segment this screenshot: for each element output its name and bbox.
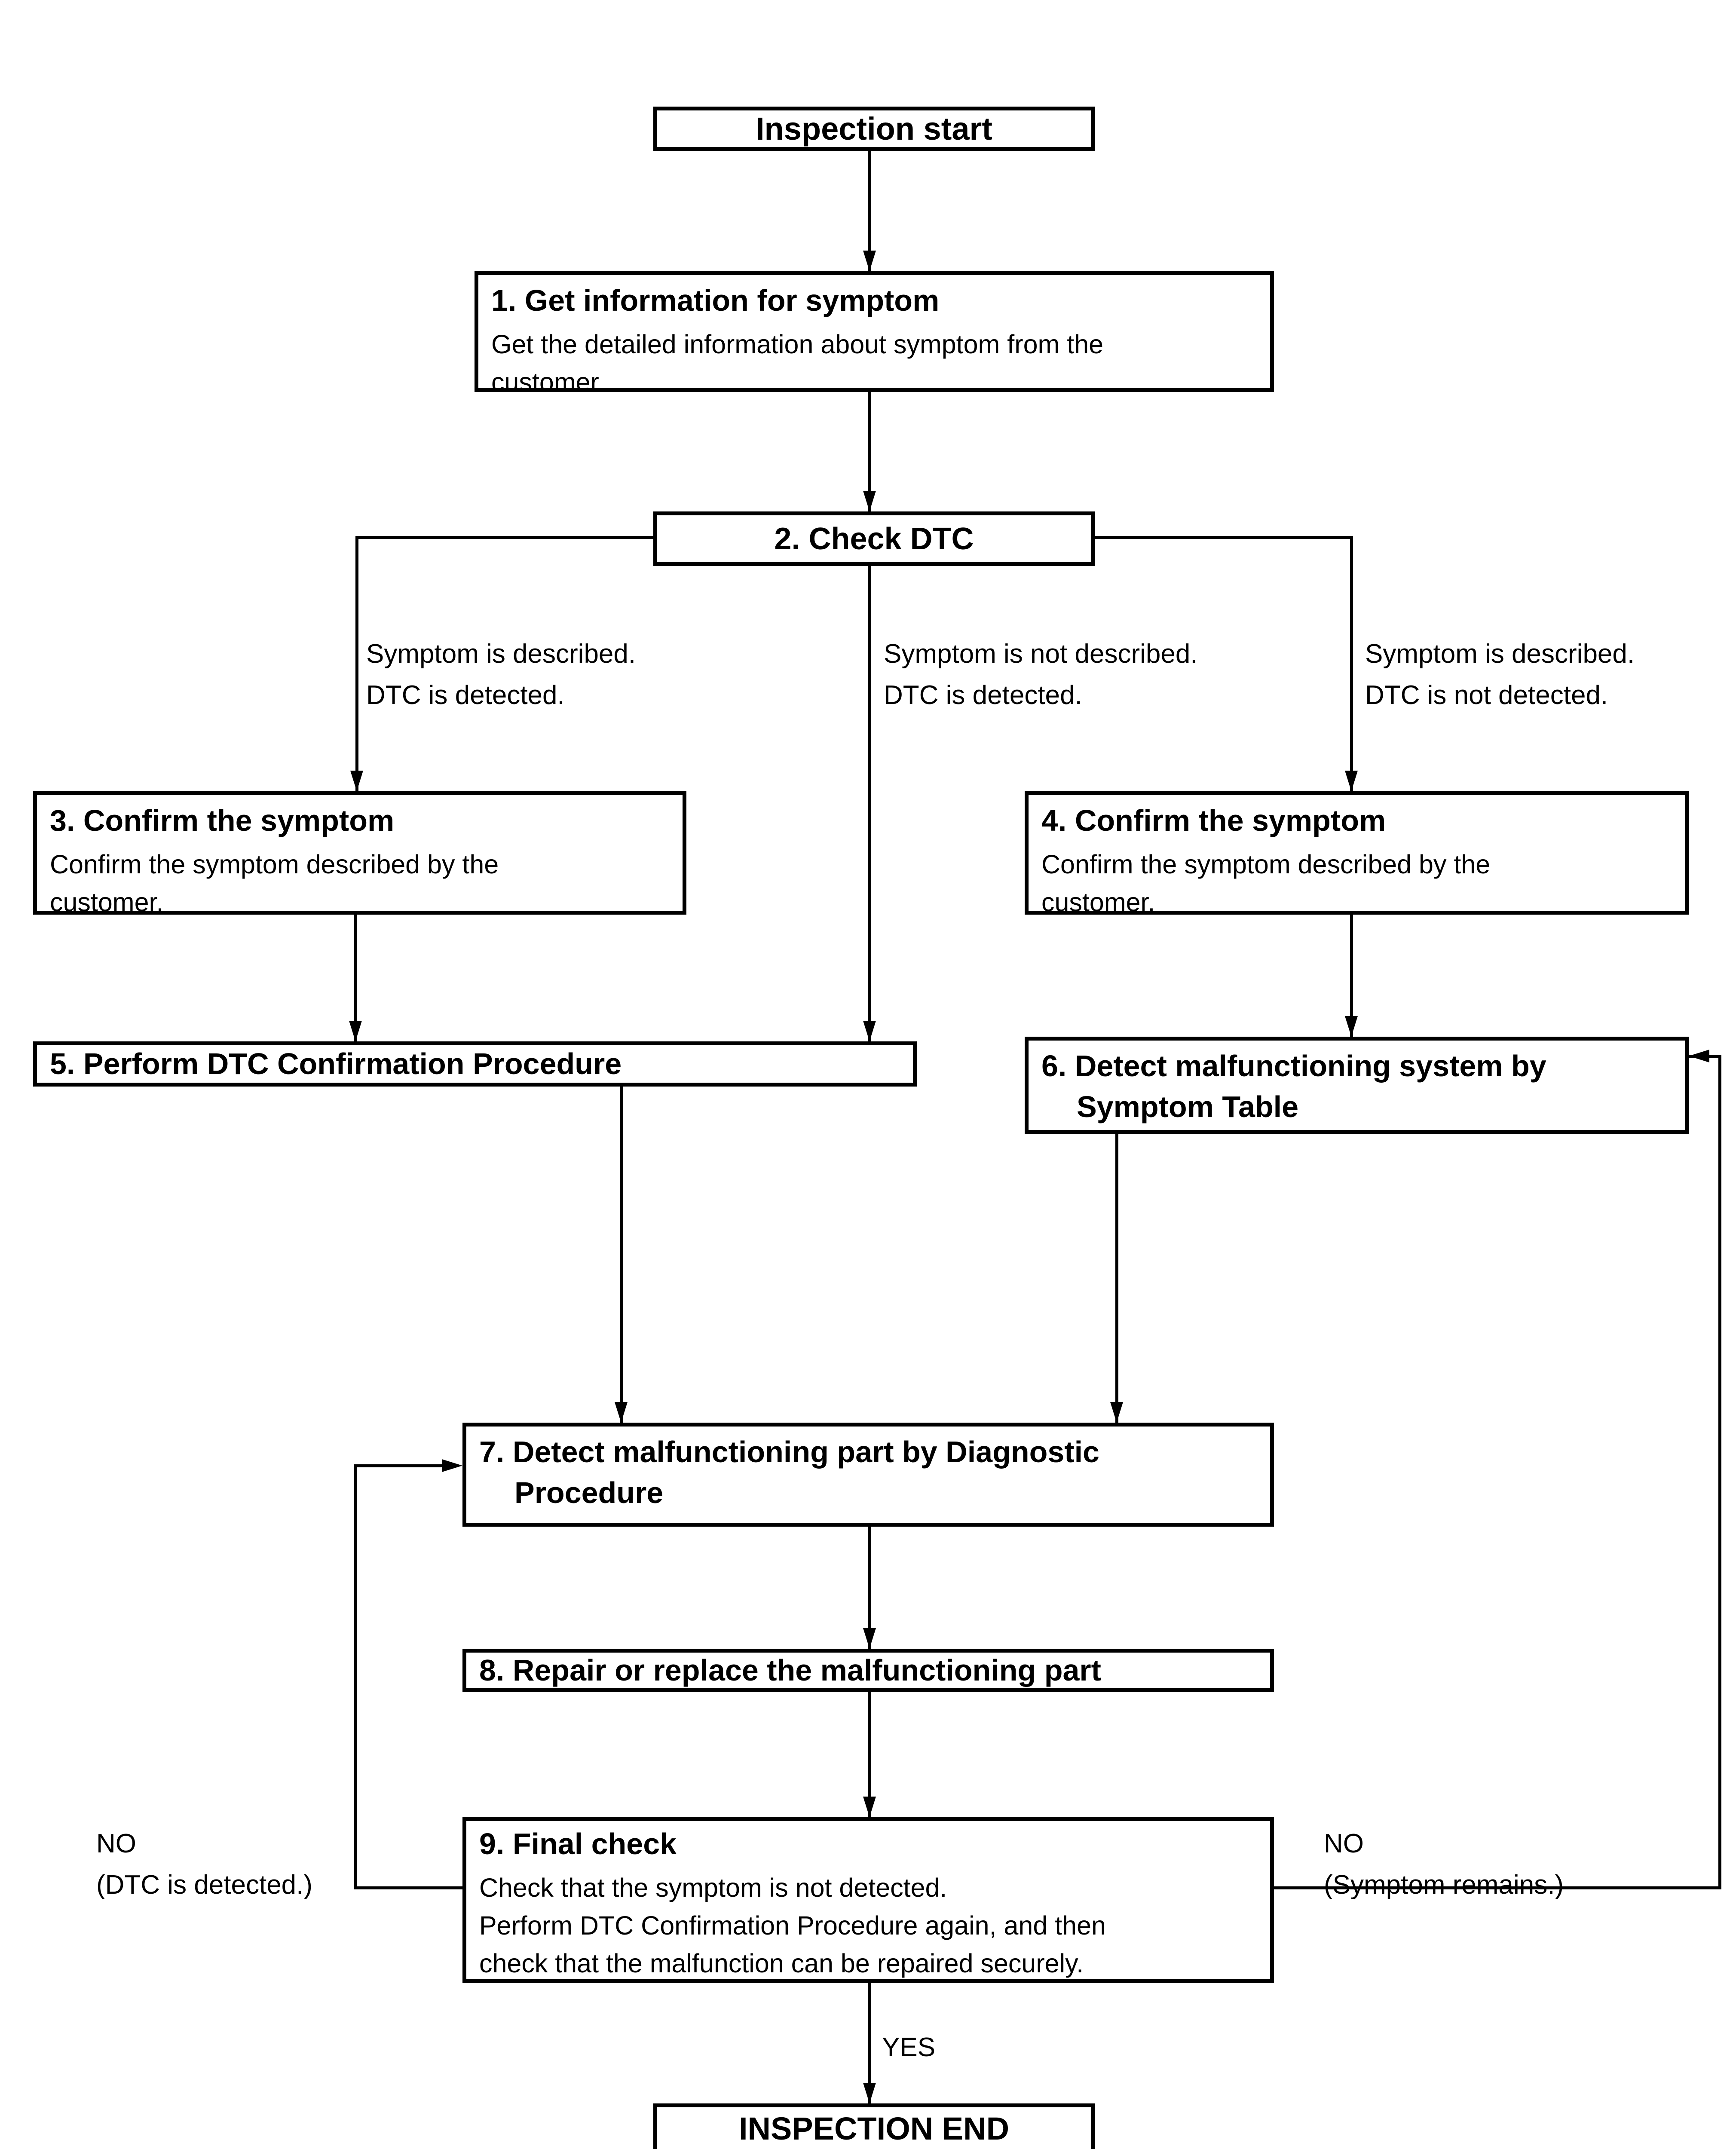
edge-label-yes: YES (882, 2033, 936, 2062)
connector-start-to-1 (868, 150, 871, 271)
arrowhead-into-node-3 (350, 771, 363, 791)
arrowhead-into-node-5-from-2 (863, 1021, 876, 1041)
node-5-perform-dtc-confirmation: 5. Perform DTC Confirmation Procedure (33, 1041, 917, 1087)
arrowhead-loop-into-node-6 (1689, 1050, 1709, 1062)
edge-label-no-symptom-remains: NO (Symptom remains.) (1324, 1829, 1564, 1900)
connector-3-to-5 (354, 915, 357, 1041)
arrowhead-into-node-7-from-6 (1110, 1402, 1123, 1423)
connector-2-to-3-vertical (355, 536, 358, 791)
node-4-confirm-symptom: 4. Confirm the symptom Confirm the sympt… (1025, 791, 1689, 917)
node-8-title: 8. Repair or replace the malfunctioning … (479, 1653, 1101, 1687)
arrowhead-into-node-7-from-5 (615, 1402, 628, 1423)
node-inspection-start: Inspection start (653, 107, 1095, 151)
node-5-title: 5. Perform DTC Confirmation Procedure (50, 1047, 622, 1081)
arrowhead-into-node-8 (863, 1628, 876, 1649)
arrowhead-into-node-4 (1345, 771, 1358, 791)
node-3-title: 3. Confirm the symptom (50, 804, 395, 837)
connector-2-to-4-vertical (1350, 536, 1353, 791)
connector-2-to-5 (868, 566, 871, 1041)
loop-9-to-7-bottom (354, 1886, 462, 1889)
connector-9-to-end (868, 1983, 871, 2103)
connector-7-to-8 (868, 1527, 871, 1649)
inspection-end-label: INSPECTION END (738, 2110, 1010, 2146)
node-6-detect-malfunctioning-system: 6. Detect malfunctioning system by Sympt… (1025, 1037, 1689, 1134)
node-1-title: 1. Get information for symptom (491, 284, 940, 317)
node-3-body: Confirm the symptom described by the cus… (50, 849, 499, 917)
node-8-repair-or-replace: 8. Repair or replace the malfunctioning … (462, 1649, 1274, 1692)
connector-2-to-4-horizontal (1093, 536, 1353, 539)
connector-8-to-9 (868, 1692, 871, 1817)
connector-1-to-2 (868, 392, 871, 511)
node-2-check-dtc: 2. Check DTC (653, 511, 1095, 566)
node-4-title: 4. Confirm the symptom (1041, 804, 1386, 837)
loop-9-to-6-vertical (1718, 1055, 1721, 1889)
inspection-start-label: Inspection start (756, 110, 992, 147)
node-9-final-check: 9. Final check Check that the symptom is… (462, 1817, 1274, 1983)
node-inspection-end: INSPECTION END (653, 2103, 1095, 2149)
arrowhead-into-node-9 (863, 1797, 876, 1817)
loop-9-to-6-bottom (1271, 1886, 1721, 1889)
node-9-title: 9. Final check (479, 1827, 677, 1861)
node-7-title: 7. Detect malfunctioning part by Diagnos… (479, 1435, 1099, 1509)
connector-2-to-3-horizontal (355, 536, 655, 539)
arrowhead-into-node-5-from-3 (349, 1021, 362, 1041)
node-9-body: Check that the symptom is not detected. … (479, 1873, 1106, 1978)
node-1-body: Get the detailed information about sympt… (491, 329, 1104, 397)
arrowhead-into-end (863, 2083, 876, 2103)
arrowhead-into-node-6-from-4 (1345, 1016, 1358, 1037)
loop-9-to-7-top (354, 1464, 444, 1467)
node-6-title: 6. Detect malfunctioning system by Sympt… (1041, 1049, 1546, 1123)
connector-4-to-6 (1350, 915, 1353, 1037)
node-4-body: Confirm the symptom described by the cus… (1041, 849, 1491, 917)
node-7-detect-malfunctioning-part: 7. Detect malfunctioning part by Diagnos… (462, 1423, 1274, 1527)
arrowhead-into-node-2 (863, 491, 876, 511)
branch-label-symptom-described-dtc-detected: Symptom is described. DTC is detected. (366, 639, 636, 710)
branch-label-symptom-described-dtc-not-detected: Symptom is described. DTC is not detecte… (1365, 639, 1635, 710)
connector-6-to-7 (1115, 1133, 1118, 1423)
branch-label-symptom-not-described-dtc-detected: Symptom is not described. DTC is detecte… (884, 639, 1198, 710)
node-1-get-information: 1. Get information for symptom Get the d… (475, 271, 1274, 397)
loop-9-to-7-vertical (354, 1464, 357, 1889)
arrowhead-loop-into-node-7 (442, 1459, 462, 1472)
edge-label-no-dtc-detected: NO (DTC is detected.) (96, 1829, 313, 1900)
arrowhead-into-node-1 (863, 251, 876, 271)
node-2-title: 2. Check DTC (774, 521, 974, 556)
node-3-confirm-symptom: 3. Confirm the symptom Confirm the sympt… (33, 791, 686, 917)
connector-5-to-7 (620, 1087, 623, 1423)
